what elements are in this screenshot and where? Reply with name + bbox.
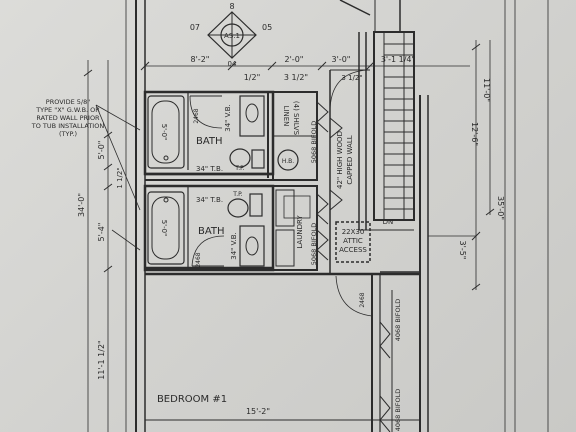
note-line-1: PROVIDE 5/8" [46,98,90,106]
door-2468-lower: 2468 [195,252,202,267]
shelves-label: (4) SHLVS [292,101,300,136]
dim-5-0-left: 5'-0" [97,141,106,160]
bifold-1-label: 5068 BIFOLD [310,121,318,163]
dim-11-half: 11'-1 1/2" [97,340,106,379]
note-line-2: TYPE "X" G.W.B. OR [35,106,100,114]
dim-1-half-side: 1 1/2" [116,167,124,188]
dim-8-2: 8'-2" [191,55,210,64]
right-dimension-lines [428,40,495,291]
bath-lower-door [191,235,225,267]
bedroom-label: BEDROOM #1 [157,394,227,405]
dim-34-0: 34'-0" [77,193,86,217]
left-dimension-lines [83,60,113,432]
bath-upper-door [189,95,223,129]
bedroom-door [335,275,373,317]
attic-access-label: ACCESS [339,246,367,254]
wall-note: PROVIDE 5/8" TYPE "X" G.W.B. OR RATED WA… [31,98,105,138]
attic-size-label: 22X30 [342,228,365,236]
section-callout [207,11,257,59]
capped-wall-label: CAPPED WALL [346,135,354,184]
hallway-door-upper [329,69,370,113]
hb-label: H.B. [282,158,294,165]
closet-text: LINEN (4) SHLVS H.B. LAUNDRY 5068 BIFOLD… [282,101,402,431]
door-2468-bedroom: 2468 [359,292,366,307]
wall-text: 42" HIGH WOOD CAPPED WALL DN [336,131,393,226]
bath-text: BATH BATH 5'-0" 5'-0" 34" V.B. 34" V.B. … [160,104,245,267]
bifold-2-label: 5068 BIFOLD [310,223,318,265]
callout-left-label: 07 [190,23,200,32]
toilet-upper [229,148,265,169]
callout-right-label: 05 [262,23,272,32]
bedroom-bifolds [379,290,393,432]
attic-text: 22X30 ATTIC ACCESS [339,228,367,254]
top-dimension-text: 8'-2" 1/2" 2'-0" 3 1/2" 3'-0" 3 1/2" 3'-… [191,55,416,82]
dim-3-half-b: 3 1/2" [341,74,362,82]
exterior-walls [125,0,549,432]
bathtub-lower [147,191,185,265]
vertical-dimension-text: 11'-0" 12'-6" 35'-0" 3'-5" 34'-0" 5'-0" … [77,78,505,380]
dim-12-6: 12'-6" [470,122,479,146]
note-line-3: RATED WALL PRIOR [36,114,100,122]
dim-35-0: 35'-0" [496,196,505,220]
tb-upper-label: 34" T.B. [196,165,223,173]
bath-lower-label: BATH [198,226,225,237]
toilet-lower [227,193,263,218]
attic-access [335,221,371,263]
vanity-lower [239,225,265,267]
bath-upper-label: BATH [196,136,223,147]
bifold-4-label: 4068 BIFOLD [394,389,402,431]
wall-height-label: 42" HIGH WOOD [336,131,344,189]
dim-5-4: 5'-4" [97,223,106,242]
bathtub-upper [147,95,185,169]
dim-3-1-4: 3'-1 1/4" [381,55,415,64]
dim-2-0: 2'-0" [285,55,304,64]
tub-upper-label: 5'-0" [160,124,168,141]
dim-15-2: 15'-2" [246,407,270,416]
callout-center-label: AS.1 [224,32,240,40]
dim-1-half: 1/2" [244,73,261,82]
hallway-bifolds [329,70,343,274]
attic-label: ATTIC [343,237,363,245]
callout-top-label: 8 [229,2,234,11]
door-2468-upper: 2468 [193,108,200,123]
dim-11-0: 11'-0" [482,78,491,102]
note-line-4: TO TUB INSTALLATION [31,122,105,130]
tb-lower-label: 34" T.B. [196,196,223,204]
bath-lower-walls [143,184,420,276]
stair-treads [384,43,414,210]
dim-3-0: 3'-0" [332,55,351,64]
tp-lower-label: T.P. [232,191,243,198]
note-line-5: (TYP.) [59,130,77,138]
bedroom-walls [145,271,420,432]
stair [358,31,415,231]
tp-upper-label: T.P. [234,165,245,172]
top-dimension-lines [140,61,470,71]
linen-label: LINEN [282,106,290,127]
laundry-closet [272,185,329,271]
laundry-label: LAUNDRY [296,215,304,249]
callout-text: 8 07 05 04 AS.1 [190,2,272,68]
note-leaders [95,104,141,251]
dim-3-half: 3 1/2" [284,73,308,82]
stair-dn-label: DN [383,218,394,226]
bedroom-text: BEDROOM #1 15'-2" [157,394,270,416]
vanity-upper [239,95,265,137]
dim-3-5: 3'-5" [458,241,467,260]
callout-bottom-label: 04 [228,60,237,68]
bifold-3-label: 4068 BIFOLD [394,299,402,341]
vb-upper-label: 34" V.B. [224,104,232,132]
linen-closet [272,91,329,181]
vb-lower-label: 34" V.B. [230,232,238,260]
tub-lower-label: 5'-0" [160,220,168,237]
